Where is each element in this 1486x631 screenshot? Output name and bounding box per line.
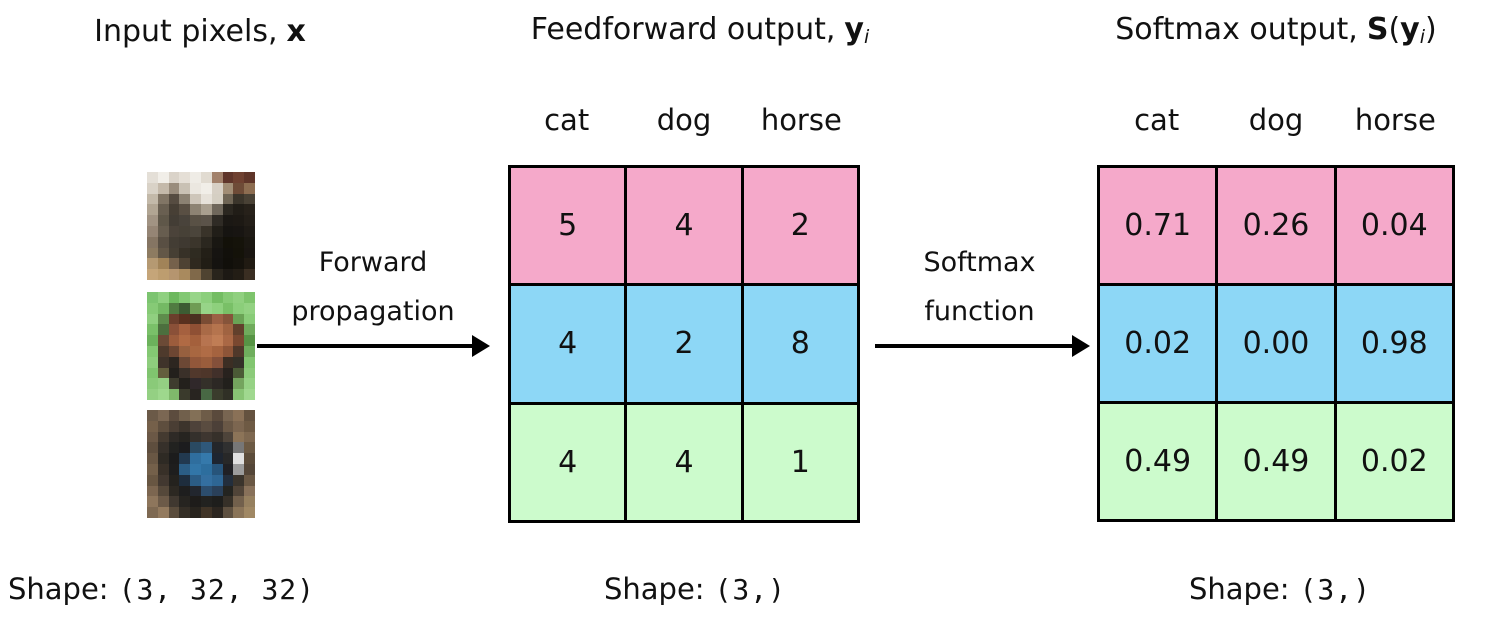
softmax-function-arrow <box>875 335 1090 357</box>
feedforward-row-cat-image: 5 4 2 <box>507 164 861 287</box>
feedforward-cell: 4 <box>507 401 628 524</box>
close-paren: ) <box>1425 12 1437 47</box>
feedforward-output-title: Feedforward output,yi <box>480 12 920 48</box>
softmax-cell: 0.49 <box>1215 401 1337 522</box>
forward-propagation-label-line2: propagation <box>291 296 455 327</box>
feedforward-cell: 1 <box>740 401 861 524</box>
softmax-title-label: Softmax output, <box>1115 12 1358 47</box>
feedforward-row-dog-image: 4 4 1 <box>507 401 861 524</box>
horse-input-image <box>147 292 255 400</box>
softmax-cell: 0.71 <box>1096 165 1219 286</box>
softmax-function-label-line1: Softmax <box>923 247 1036 278</box>
softmax-shape-label: Shape: (3,) <box>1105 572 1455 606</box>
feedforward-cell: 4 <box>624 401 744 524</box>
feedforward-cell: 8 <box>740 283 861 405</box>
feedforward-cell: 5 <box>507 164 628 287</box>
feedforward-table: 5 4 2 4 2 8 4 4 1 <box>507 164 861 524</box>
softmax-table: 0.71 0.26 0.04 0.02 0.00 0.98 0.49 0.49 … <box>1096 165 1456 522</box>
feedforward-shape-caption: Shape: <box>603 572 705 606</box>
dog-input-image <box>147 410 255 518</box>
forward-propagation-arrow <box>257 335 490 357</box>
feedforward-cell: 4 <box>507 283 628 405</box>
feedforward-cell: 2 <box>624 283 744 405</box>
math-y-symbol-2: y <box>1400 12 1420 47</box>
softmax-function-label: Softmax function <box>872 238 1087 336</box>
feedforward-title-label: Feedforward output, <box>530 12 836 47</box>
forward-propagation-label-line1: Forward <box>318 247 428 278</box>
input-pixels-title: Input pixels,x <box>0 14 400 49</box>
math-x-symbol: x <box>286 14 306 49</box>
softmax-output-title: Softmax output,S(yi) <box>1066 12 1486 48</box>
softmax-cell: 0.04 <box>1333 165 1456 286</box>
cat-input-image <box>147 172 255 280</box>
softmax-cell: 0.00 <box>1215 283 1337 404</box>
input-pixels-title-label: Input pixels, <box>94 14 278 49</box>
feedforward-header-horse: horse <box>760 103 842 137</box>
softmax-row-dog-image: 0.49 0.49 0.02 <box>1096 401 1456 522</box>
feedforward-shape-label: Shape: (3,) <box>520 572 870 606</box>
softmax-cell: 0.02 <box>1333 401 1456 522</box>
forward-propagation-label: Forward propagation <box>272 238 474 336</box>
math-sub-i-2: i <box>1419 26 1426 48</box>
softmax-cell: 0.26 <box>1215 165 1337 286</box>
feedforward-row-horse-image: 4 2 8 <box>507 283 861 405</box>
math-y-symbol: y <box>844 12 864 47</box>
softmax-header-dog: dog <box>1248 103 1304 137</box>
math-s-symbol: S <box>1366 12 1389 47</box>
math-sub-i: i <box>863 26 870 48</box>
softmax-cell: 0.98 <box>1333 283 1456 404</box>
softmax-function-label-line2: function <box>924 296 1035 327</box>
feedforward-header-cat: cat <box>544 103 590 137</box>
softmax-cell: 0.02 <box>1096 283 1219 404</box>
softmax-row-cat-image: 0.71 0.26 0.04 <box>1096 165 1456 286</box>
softmax-row-horse-image: 0.02 0.00 0.98 <box>1096 283 1456 404</box>
softmax-shape-value: (3,) <box>1299 573 1372 606</box>
softmax-header-horse: horse <box>1354 103 1436 137</box>
softmax-column-headers: cat dog horse <box>1097 103 1455 137</box>
softmax-header-cat: cat <box>1134 103 1180 137</box>
feedforward-column-headers: cat dog horse <box>508 103 860 137</box>
feedforward-header-dog: dog <box>656 103 712 137</box>
input-shape-caption: Shape: <box>8 572 109 606</box>
feedforward-cell: 4 <box>624 164 744 287</box>
input-shape-value: (3, 32, 32) <box>118 573 316 606</box>
softmax-shape-caption: Shape: <box>1188 572 1290 606</box>
input-shape-label: Shape: (3, 32, 32) <box>8 572 315 606</box>
feedforward-shape-value: (3,) <box>714 573 787 606</box>
softmax-cell: 0.49 <box>1096 401 1219 522</box>
feedforward-cell: 2 <box>740 164 861 287</box>
open-paren: ( <box>1388 12 1401 47</box>
